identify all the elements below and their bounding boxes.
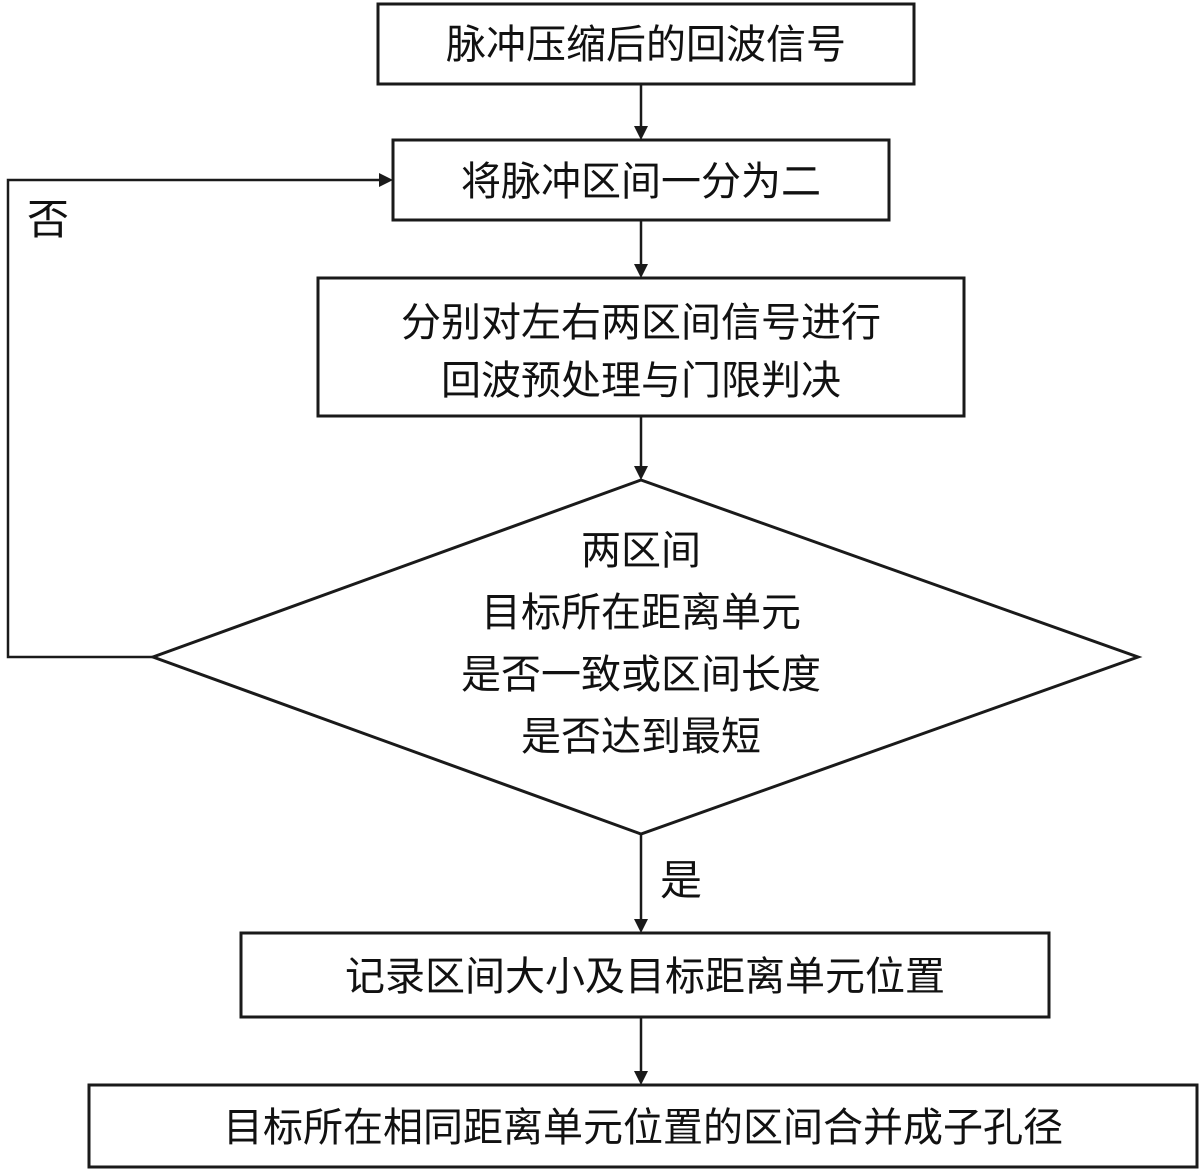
arrow-record-to-merge <box>634 1017 648 1085</box>
record-box-text: 记录区间大小及目标距离单元位置 <box>345 954 945 1000</box>
process-box-line-1: 分别对左右两区间信号进行 <box>401 300 881 346</box>
decision-line-2: 目标所在距离单元 <box>481 590 801 636</box>
arrow-yes <box>634 834 648 933</box>
yes-label: 是 <box>660 856 702 905</box>
arrow-no-loop <box>6 173 393 659</box>
decision-line-1: 两区间 <box>581 528 701 574</box>
arrow-split-to-process <box>634 220 648 278</box>
process-box: 分别对左右两区间信号进行 回波预处理与门限判决 <box>316 276 966 418</box>
record-box: 记录区间大小及目标距离单元位置 <box>239 931 1051 1019</box>
merge-box: 目标所在相同距离单元位置的区间合并成子孔径 <box>87 1083 1199 1169</box>
start-box: 脉冲压缩后的回波信号 <box>376 2 916 86</box>
split-box: 将脉冲区间一分为二 <box>391 138 891 222</box>
decision-line-4: 是否达到最短 <box>521 714 761 760</box>
decision-line-3: 是否一致或区间长度 <box>461 652 821 698</box>
process-box-line-2: 回波预处理与门限判决 <box>441 358 841 404</box>
start-box-text: 脉冲压缩后的回波信号 <box>446 22 846 68</box>
decision-diamond: 两区间 目标所在距离单元 是否一致或区间长度 是否达到最短 <box>148 478 1143 836</box>
merge-box-text: 目标所在相同距离单元位置的区间合并成子孔径 <box>223 1105 1063 1151</box>
no-label: 否 <box>27 195 69 244</box>
split-box-text: 将脉冲区间一分为二 <box>461 159 821 205</box>
arrow-start-to-split <box>634 84 648 140</box>
arrow-process-to-decision <box>634 416 648 480</box>
